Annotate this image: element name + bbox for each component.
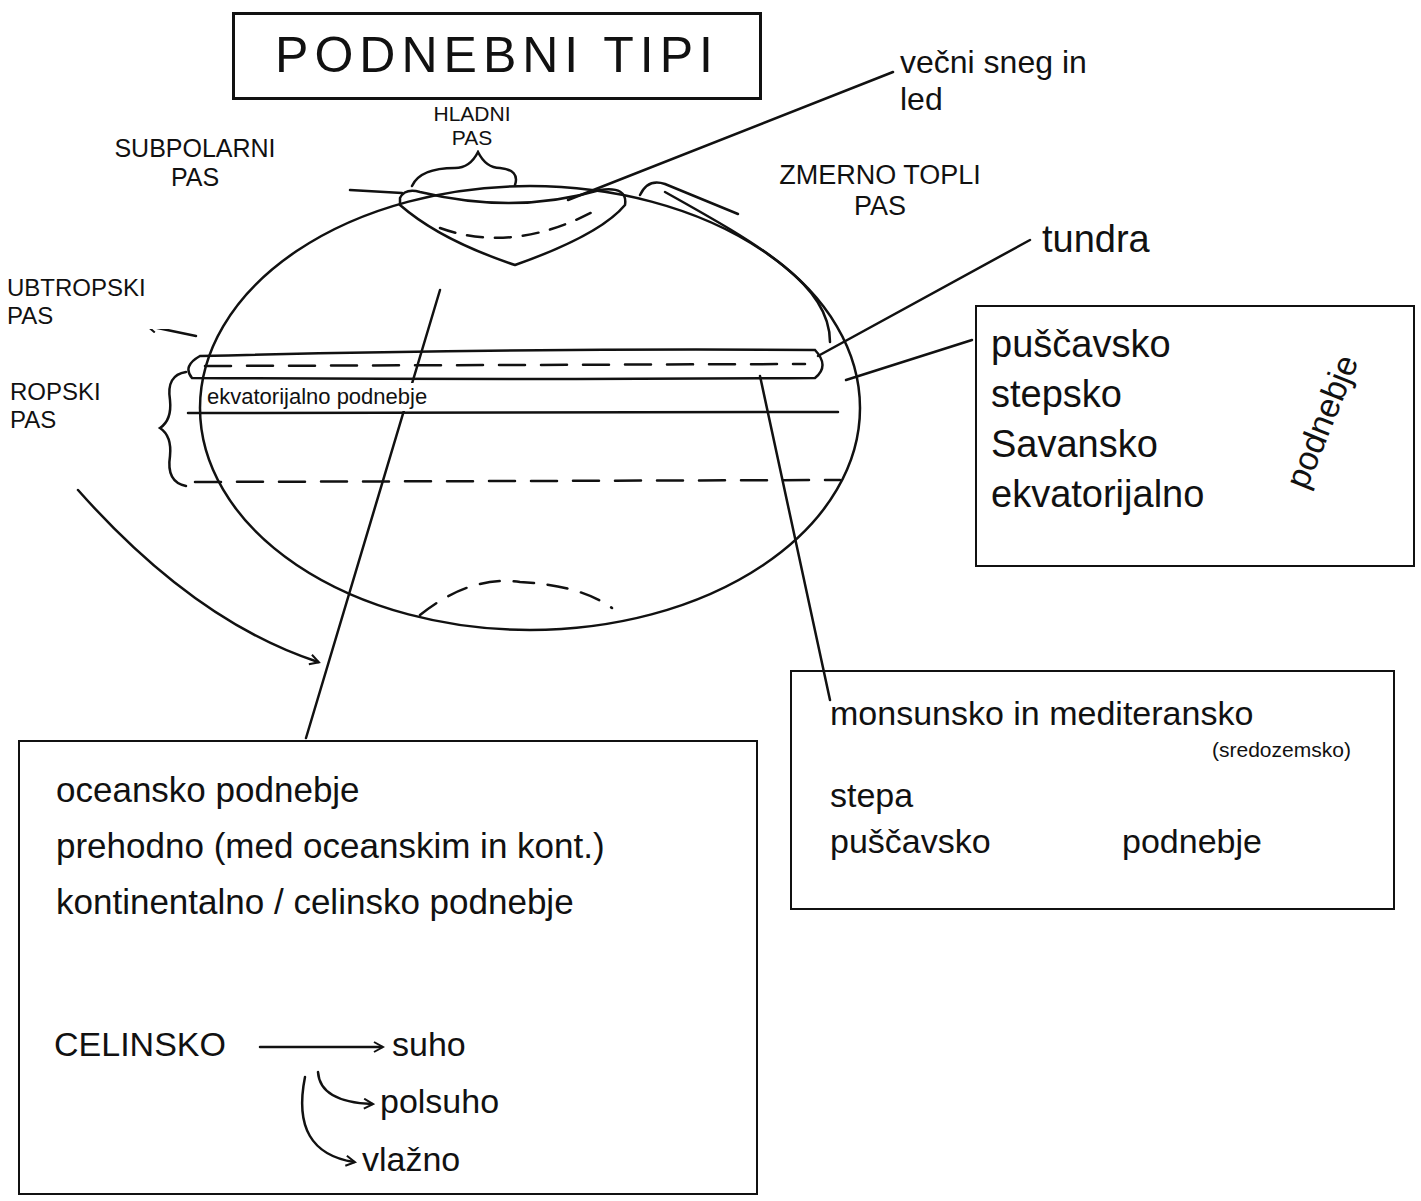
- arrow: [260, 1046, 382, 1049]
- box-text: vlažno: [362, 1140, 460, 1179]
- equator-band-edge: [188, 412, 838, 413]
- leader-line: [846, 340, 972, 380]
- box-text: podnebje: [1122, 822, 1262, 861]
- box-text: suho: [392, 1025, 466, 1064]
- band-label: ekvatorijalno podnebje: [205, 383, 429, 411]
- south-polar-circle: [420, 581, 612, 615]
- note: tundra: [1040, 218, 1152, 262]
- climate-list-box: puščavsko stepsko Savansko ekvatorijalno…: [975, 305, 1415, 567]
- polar-cap: [400, 189, 625, 265]
- climate-list-box: oceansko podnebje prehodno (med oceanskim…: [18, 740, 758, 1195]
- box-text: oceansko podnebje: [56, 770, 360, 810]
- tropic-line: [205, 364, 805, 366]
- brace: [160, 372, 186, 486]
- box-text: polsuho: [380, 1082, 499, 1121]
- leader-line: [306, 290, 440, 738]
- branch-arrows: [20, 742, 760, 1197]
- zone-label: HLADNI PAS: [410, 102, 534, 150]
- climate-list-box: monsunsko in mediteransko (sredozemsko) st…: [790, 670, 1395, 910]
- polar-circle: [440, 208, 600, 238]
- title-box: PODNEBNI TIPI: [232, 12, 762, 100]
- brace: [412, 152, 516, 186]
- box-text: puščavsko stepsko Savansko ekvatorijalno: [991, 319, 1261, 519]
- box-text: prehodno (med oceanskim in kont.): [56, 826, 605, 866]
- box-text: puščavsko: [830, 822, 991, 861]
- leader-line: [350, 190, 402, 193]
- title: PODNEBNI TIPI: [235, 15, 759, 97]
- leader-line: [760, 376, 830, 700]
- globe-outline: [200, 186, 860, 630]
- zone-label: UBTROPSKI PAS: [5, 274, 169, 329]
- note: večni sneg in led: [898, 44, 1132, 118]
- zone-label: SUBPOLARNI PAS: [88, 134, 302, 192]
- box-text: podnebje: [1278, 349, 1367, 493]
- zone-label: ROPSKI PAS: [8, 378, 132, 433]
- zone-label: ZMERNO TOPLI PAS: [748, 160, 1012, 222]
- subtropic-band: [188, 350, 822, 379]
- box-text: (sredozemsko): [1212, 738, 1351, 762]
- arrow: [302, 1077, 354, 1162]
- brace: [640, 182, 738, 214]
- arrow: [318, 1072, 372, 1104]
- tropic-line-south: [195, 480, 840, 482]
- box-text: CELINSKO: [54, 1025, 226, 1064]
- arrow: [78, 490, 318, 662]
- box-text: monsunsko in mediteransko: [830, 694, 1253, 733]
- box-text: stepa: [830, 776, 913, 815]
- box-text: kontinentalno / celinsko podnebje: [56, 882, 574, 922]
